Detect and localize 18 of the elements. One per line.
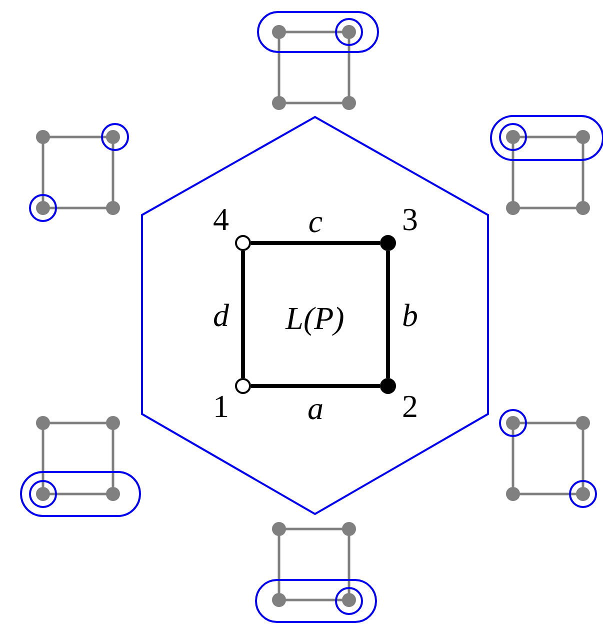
vertex-dot <box>235 378 251 394</box>
vertex-number: 3 <box>402 203 418 235</box>
graph-edge <box>251 384 380 388</box>
edge-label: b <box>402 298 418 330</box>
hexagon-outline <box>141 116 489 515</box>
vertex-number: 1 <box>213 390 229 422</box>
vertex-number: 2 <box>402 390 418 422</box>
graph-edge <box>241 251 245 378</box>
graph-edge <box>386 251 390 378</box>
vertex-dot <box>235 235 251 251</box>
edge-label: a <box>308 392 324 424</box>
graph-name: L(P) <box>286 302 344 334</box>
vertex-number: 4 <box>213 203 229 235</box>
edge-label: c <box>308 205 323 237</box>
edge-label: d <box>213 298 229 330</box>
vertex-dot <box>380 235 396 251</box>
graph-edge <box>251 241 380 245</box>
vertex-dot <box>380 378 396 394</box>
